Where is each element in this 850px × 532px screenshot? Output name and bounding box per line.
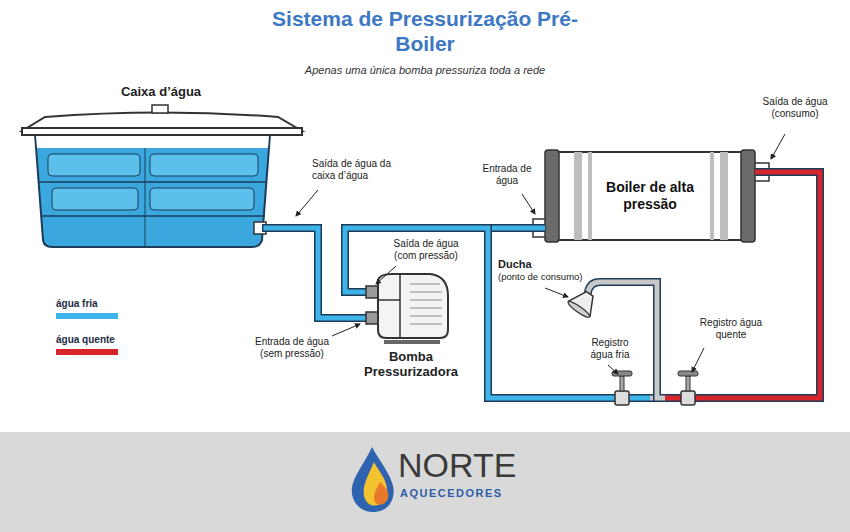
node-label: (ponto de consumo) [498, 271, 583, 282]
legend-swatch [56, 349, 118, 355]
brand-name: NORTE [398, 448, 538, 482]
node-label: Bomba Pressurizadora [355, 349, 467, 380]
logo-drop [352, 447, 394, 512]
legend-label: água fria [56, 298, 118, 310]
hot-valve-node: Registro água quente [665, 315, 790, 410]
pipe-outline [755, 172, 820, 398]
pump-illustration [366, 274, 448, 344]
callout-label: Saída de água da caixa d’água [312, 158, 408, 182]
diagram-caption: Apenas uma única bomba pressuriza toda a… [200, 64, 650, 77]
callout-label: Entrada de água [476, 163, 538, 187]
leader-lines [296, 134, 785, 374]
pipe-stubs [266, 228, 790, 398]
callout-label: Saída de água (consumo) [758, 96, 832, 120]
cold-valve-node: Registro água fria [540, 335, 650, 410]
node-label: Registro água fria [580, 337, 640, 361]
legend-entry: água quente [56, 334, 118, 355]
boiler-illustration [533, 150, 769, 242]
pipe-connector [755, 172, 820, 398]
valve-cold [612, 371, 632, 405]
node-label: Registro água quente [698, 317, 764, 341]
pipe-outline [345, 228, 540, 398]
pipe-fill [755, 172, 820, 398]
pipe-fill [345, 228, 540, 398]
pipe-outline [345, 228, 545, 292]
pipe-connector [345, 228, 545, 292]
showerhead [566, 286, 600, 319]
callout-label: Saída de água (com pressão) [384, 238, 468, 262]
boiler-node: Boiler de alta pressão [545, 150, 755, 242]
footer-band [0, 432, 850, 532]
water-tank-node: Caixa d’água [20, 84, 302, 250]
node-label: Ducha [498, 258, 532, 271]
water-tank [22, 105, 302, 247]
pipe-connector [345, 228, 540, 398]
pump-node: Bomba Pressurizadora [355, 268, 467, 380]
shower-node: Ducha(ponto de consumo) [495, 255, 600, 330]
legend-swatch [56, 313, 118, 319]
brand-subtitle: AQUECEDORES [400, 487, 540, 500]
legend-label: água quente [56, 334, 118, 346]
legend-entry: água fria [56, 298, 118, 319]
diagram-title: Sistema de Pressurização Pré-Boiler [265, 6, 585, 56]
callout-label: Entrada de água (sem pressão) [246, 336, 338, 360]
pipe-fill [345, 228, 545, 292]
node-label: Caixa d’água [121, 84, 201, 100]
valve-hot [678, 371, 698, 405]
node-label: Boiler de alta pressão [590, 179, 710, 213]
